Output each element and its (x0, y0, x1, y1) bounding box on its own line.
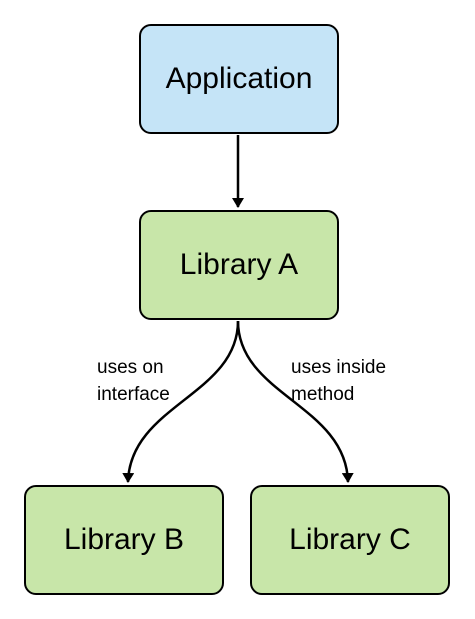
arrow-library-a-to-library-b (122, 320, 240, 483)
edge-label-line: interface (97, 384, 170, 405)
library-c-node: Library C (250, 485, 450, 595)
library-a-node: Library A (139, 210, 339, 320)
application-node: Application (139, 24, 339, 134)
edge-label-line: uses on (97, 357, 164, 378)
library-b-node: Library B (24, 485, 224, 595)
arrow-library-a-to-library-c (236, 320, 354, 483)
library-c-node-label: Library C (289, 523, 411, 556)
edge-label-line: method (291, 384, 355, 405)
library-b-node-label: Library B (63, 523, 185, 556)
edge-label-uses-inside-method: uses inside method (291, 354, 386, 408)
library-a-node-label: Library A (179, 248, 299, 281)
edge-label-line: uses inside (291, 357, 387, 378)
application-node-label: Application (165, 62, 313, 95)
edge-label-uses-on-interface: uses on interface (97, 354, 170, 408)
